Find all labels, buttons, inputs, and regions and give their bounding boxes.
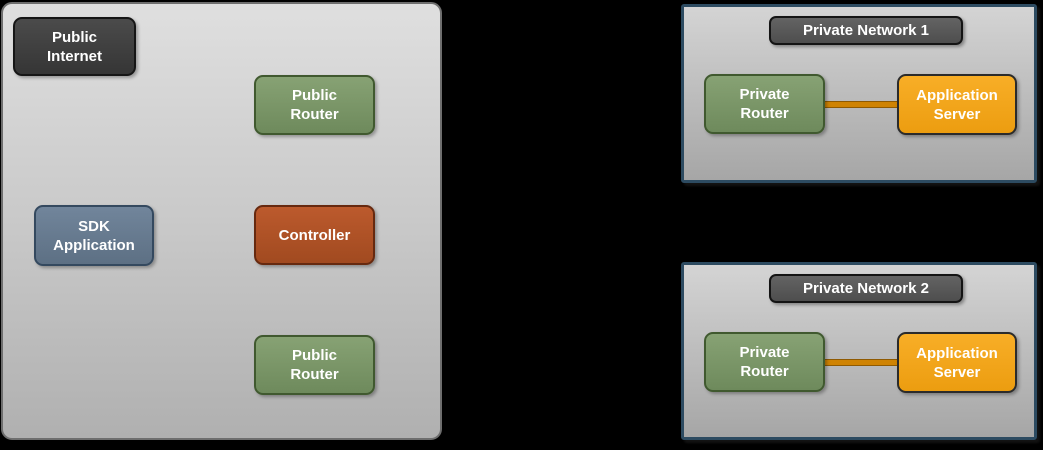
node-label: Public Router: [290, 87, 339, 123]
private-network-2-title: Private Network 2: [769, 274, 963, 303]
node-label: Application Server: [916, 344, 998, 381]
node-label: Public Internet: [46, 28, 102, 65]
node-label: Controller: [278, 226, 351, 244]
router-to-server-link: [825, 359, 897, 366]
node-sdk-application: SDK Application: [34, 205, 154, 266]
node-application-server-1: Application Server: [897, 74, 1017, 135]
node-label: SDK Application: [53, 217, 135, 254]
node-public-router-bottom: Public Router: [254, 335, 375, 395]
node-controller: Controller: [254, 205, 375, 265]
node-private-router-2: Private Router: [704, 332, 825, 392]
public-cloud-container: Public Internet Public Router SDK Applic…: [1, 2, 442, 440]
node-label: Application Server: [916, 86, 998, 123]
node-label: Private Router: [739, 86, 790, 122]
node-private-router-1: Private Router: [704, 74, 825, 134]
private-network-2-container: Private Network 2 Private Router Applica…: [681, 262, 1037, 440]
node-label: Public Router: [290, 347, 339, 383]
router-to-server-link: [825, 101, 897, 108]
node-public-internet: Public Internet: [13, 17, 136, 76]
node-label: Private Router: [739, 344, 790, 380]
node-public-router-top: Public Router: [254, 75, 375, 135]
private-network-1-title: Private Network 1: [769, 16, 963, 45]
node-application-server-2: Application Server: [897, 332, 1017, 393]
private-network-1-container: Private Network 1 Private Router Applica…: [681, 4, 1037, 183]
